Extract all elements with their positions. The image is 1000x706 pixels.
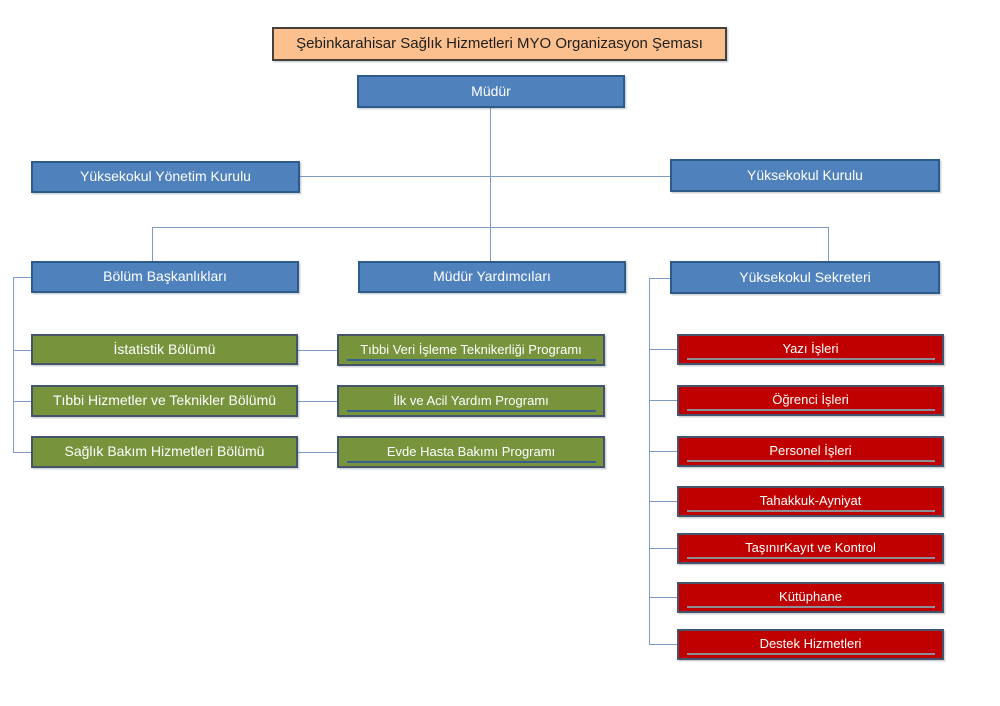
chart-title-box: Şebinkarahisar Sağlık Hizmetleri MYO Org… [272, 27, 727, 61]
node-label: Müdür [471, 82, 511, 99]
connector-root-vertical [490, 108, 491, 261]
connector-units-horizontal [152, 227, 828, 228]
connector-dept1-stub [13, 350, 31, 351]
node-yuksekokul-sekreteri: Yüksekokul Sekreteri [670, 261, 940, 294]
connector-dept-elbow-stub [13, 277, 31, 278]
connector-dept3-prog3 [298, 452, 337, 453]
connector-dept2-stub [13, 401, 31, 402]
connector-unit1-drop [152, 227, 153, 261]
node-label: Sağlık Bakım Hizmetleri Bölümü [64, 443, 265, 460]
node-label: Bölüm Başkanlıkları [103, 268, 227, 285]
connector-office2-stub [649, 400, 677, 401]
node-kutuphane: Kütüphane [677, 582, 944, 613]
connector-office3-stub [649, 451, 677, 452]
connector-office4-stub [649, 501, 677, 502]
accent-underline [687, 606, 935, 608]
node-tasinir-kayit-kontrol: TaşınırKayıt ve Kontrol [677, 533, 944, 564]
node-tibbi-hizmetler-bolumu: Tıbbi Hizmetler ve Teknikler Bölümü [31, 385, 298, 417]
accent-underline [687, 510, 935, 512]
node-label: Tahakkuk-Ayniyat [759, 493, 862, 509]
node-label: Yüksekokul Sekreteri [739, 268, 871, 285]
node-label: Personel İşleri [769, 443, 852, 459]
node-label: Destek Hizmetleri [759, 636, 862, 652]
node-label: İstatistik Bölümü [113, 340, 216, 357]
node-mudur: Müdür [357, 75, 625, 108]
node-label: Tıbbi Hizmetler ve Teknikler Bölümü [52, 392, 277, 409]
accent-underline [347, 359, 596, 361]
node-label: Yüksekokul Kurulu [747, 166, 863, 183]
connector-office7-stub [649, 644, 677, 645]
node-evde-hasta-programi: Evde Hasta Bakımı Programı [337, 436, 605, 468]
node-saglik-bakim-bolumu: Sağlık Bakım Hizmetleri Bölümü [31, 436, 298, 468]
node-ogrenci-isleri: Öğrenci İşleri [677, 385, 944, 416]
chart-title: Şebinkarahisar Sağlık Hizmetleri MYO Org… [296, 34, 703, 52]
node-yazi-isleri: Yazı İşleri [677, 334, 944, 365]
node-istatistik-bolumu: İstatistik Bölümü [31, 334, 298, 365]
connector-dept-vertical [13, 277, 14, 452]
connector-dept2-prog2 [298, 401, 337, 402]
node-label: Öğrenci İşleri [772, 392, 849, 408]
node-yonetim-kurulu: Yüksekokul Yönetim Kurulu [31, 161, 300, 193]
accent-underline [687, 358, 935, 360]
accent-underline [687, 460, 935, 462]
connector-office1-stub [649, 349, 677, 350]
connector-boards-horizontal [300, 176, 670, 177]
connector-unit3-drop [828, 227, 829, 261]
node-mudur-yardimcilari: Müdür Yardımcıları [358, 261, 626, 293]
connector-office6-stub [649, 597, 677, 598]
node-bolum-baskanliklari: Bölüm Başkanlıkları [31, 261, 299, 293]
connector-office5-stub [649, 548, 677, 549]
connector-dept1-prog1 [298, 350, 337, 351]
accent-underline [687, 557, 935, 559]
connector-office-vertical [649, 278, 650, 645]
node-label: Evde Hasta Bakımı Programı [386, 443, 556, 459]
connector-office-elbow-stub [649, 278, 670, 279]
node-tahakkuk-ayniyat: Tahakkuk-Ayniyat [677, 486, 944, 517]
node-label: Yazı İşleri [782, 341, 839, 357]
node-label: Kütüphane [779, 589, 842, 605]
node-destek-hizmetleri: Destek Hizmetleri [677, 629, 944, 660]
accent-underline [347, 461, 596, 463]
accent-underline [687, 653, 935, 655]
node-label: TaşınırKayıt ve Kontrol [745, 540, 876, 556]
node-yuksekokul-kurulu: Yüksekokul Kurulu [670, 159, 940, 192]
node-ilk-acil-programi: İlk ve Acil Yardım Programı [337, 385, 605, 417]
node-label: Yüksekokul Yönetim Kurulu [80, 168, 251, 185]
accent-underline [347, 410, 596, 412]
node-tibbi-veri-programi: Tıbbi Veri İşleme Teknikerliği Programı [337, 334, 605, 366]
node-label: Müdür Yardımcıları [433, 268, 551, 285]
accent-underline [687, 409, 935, 411]
node-label: Tıbbi Veri İşleme Teknikerliği Programı [360, 341, 582, 357]
node-personel-isleri: Personel İşleri [677, 436, 944, 467]
node-label: İlk ve Acil Yardım Programı [393, 392, 549, 408]
connector-dept3-stub [13, 452, 31, 453]
